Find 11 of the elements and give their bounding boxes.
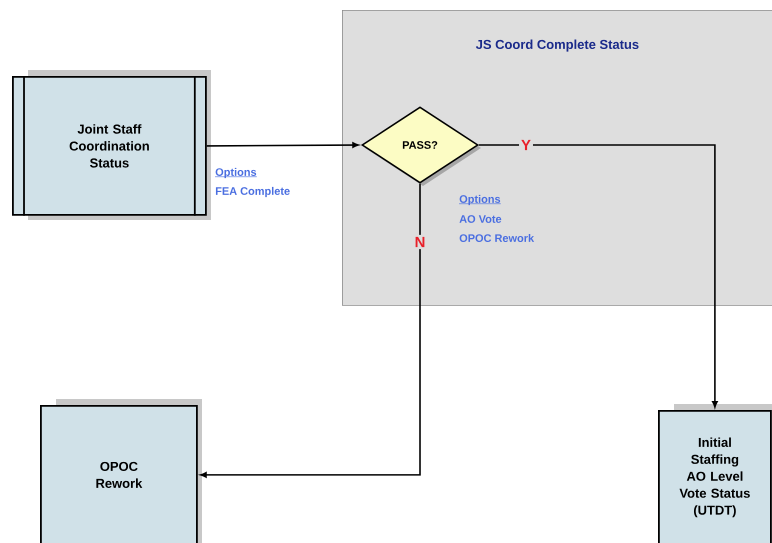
edge-label: Y: [519, 138, 533, 152]
edge-label: N: [412, 234, 428, 250]
arrow: [200, 184, 421, 478]
process-box: Joint Staff Coordination Status: [12, 70, 211, 220]
arrow: [478, 144, 718, 408]
link: Options: [458, 194, 502, 206]
status-box: OPOC Rework: [40, 399, 202, 543]
status-box: Initial Staffing AO Level Vote Status (UTDT): [658, 404, 772, 543]
option-text: OPOC Rework: [460, 234, 534, 242]
option-text: AO Vote: [459, 215, 502, 223]
arrow: [206, 142, 359, 148]
